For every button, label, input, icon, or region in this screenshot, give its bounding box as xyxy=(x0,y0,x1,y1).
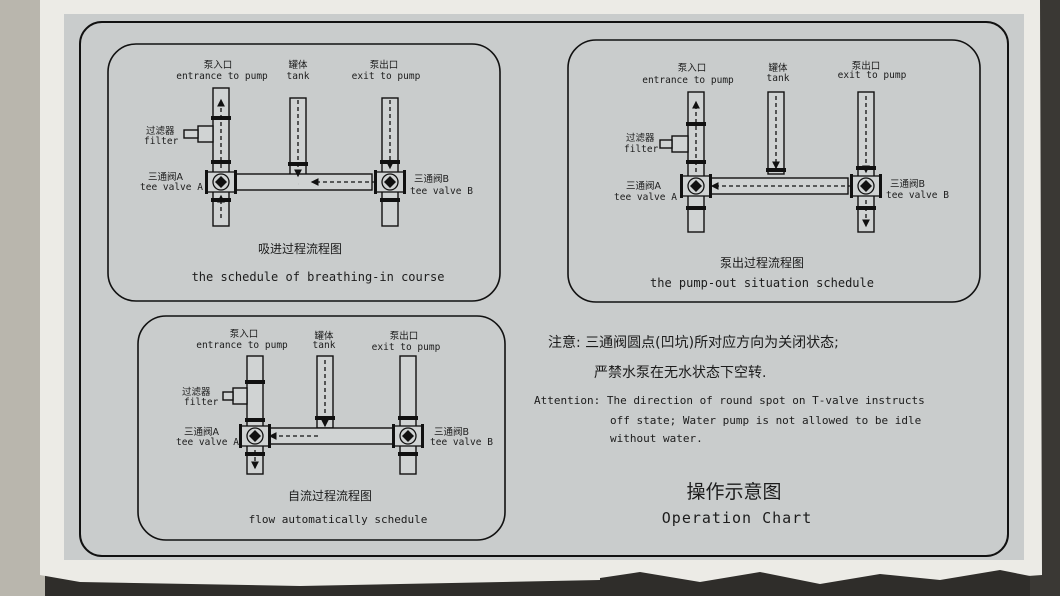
chart-title-zh: 操作示意图 xyxy=(686,481,782,503)
d1-valve-b-zh: 三通阀B xyxy=(414,174,450,185)
notice-en-line3: without water. xyxy=(610,432,703,445)
d3-valve-b-en: tee valve B xyxy=(430,437,493,448)
d1-entrance-en: entrance to pump xyxy=(176,71,268,82)
d1-exit-en: exit to pump xyxy=(351,71,421,82)
d1-entrance-zh: 泵入口 xyxy=(203,60,233,71)
d1-tank-zh: 罐体 xyxy=(288,60,308,71)
d1-valve-b-en: tee valve B xyxy=(410,186,473,197)
d3-tank-en: tank xyxy=(312,340,336,351)
d2-exit-en: exit to pump xyxy=(837,70,907,81)
d2-filter-zh: 过滤器 xyxy=(626,133,655,144)
notice-zh-line2: 严禁水泵在无水状态下空转. xyxy=(594,365,767,381)
d3-exit-zh: 泵出口 xyxy=(389,331,419,342)
notice-en-line1: Attention: The direction of round spot o… xyxy=(534,394,925,407)
d2-valve-a-en: tee valve A xyxy=(614,192,677,203)
d1-exit-zh: 泵出口 xyxy=(369,60,399,71)
d1-valve-a-zh: 三通阀A xyxy=(148,172,183,183)
d2-valve-b-zh: 三通阀B xyxy=(890,179,926,190)
d3-title-zh: 自流过程流程图 xyxy=(287,489,373,503)
d2-title-en: the pump-out situation schedule xyxy=(650,276,874,290)
d3-valve-a-en: tee valve A xyxy=(176,437,239,448)
d2-entrance-zh: 泵入口 xyxy=(677,63,707,74)
d1-filter-en: filter xyxy=(144,136,179,147)
d3-valve-a-zh: 三通阀A xyxy=(184,427,219,438)
d2-title-zh: 泵出过程流程图 xyxy=(719,256,805,270)
d2-exit-zh: 泵出口 xyxy=(851,61,881,72)
d2-tank-zh: 罐体 xyxy=(768,63,788,74)
d3-entrance-zh: 泵入口 xyxy=(229,329,259,340)
d3-entrance-en: entrance to pump xyxy=(196,340,288,351)
d1-title-en: the schedule of breathing-in course xyxy=(191,270,445,284)
d1-valve-a-en: tee valve A xyxy=(140,182,203,193)
d2-valve-a-zh: 三通阀A xyxy=(626,181,661,192)
d2-entrance-en: entrance to pump xyxy=(642,75,734,86)
chart-title-en: Operation Chart xyxy=(661,509,813,527)
d2-valve-b-en: tee valve B xyxy=(886,190,949,201)
d3-filter-zh: 过滤器 xyxy=(182,387,211,398)
d1-tank-en: tank xyxy=(286,71,310,82)
d3-title-en: flow automatically schedule xyxy=(248,513,428,526)
notice-en-line2: off state; Water pump is not allowed to … xyxy=(610,414,922,427)
d3-filter-en: filter xyxy=(184,397,219,408)
d2-filter-en: filter xyxy=(624,144,659,155)
notice-zh-line1: 注意: 三通阀圆点(凹坑)所对应方向为关闭状态; xyxy=(548,335,839,351)
d3-tank-zh: 罐体 xyxy=(314,331,334,342)
d1-filter-zh: 过滤器 xyxy=(146,126,175,137)
d2-tank-en: tank xyxy=(766,73,790,84)
d3-valve-b-zh: 三通阀B xyxy=(434,427,470,438)
d3-exit-en: exit to pump xyxy=(371,342,441,353)
d1-title-zh: 吸进过程流程图 xyxy=(257,242,343,256)
